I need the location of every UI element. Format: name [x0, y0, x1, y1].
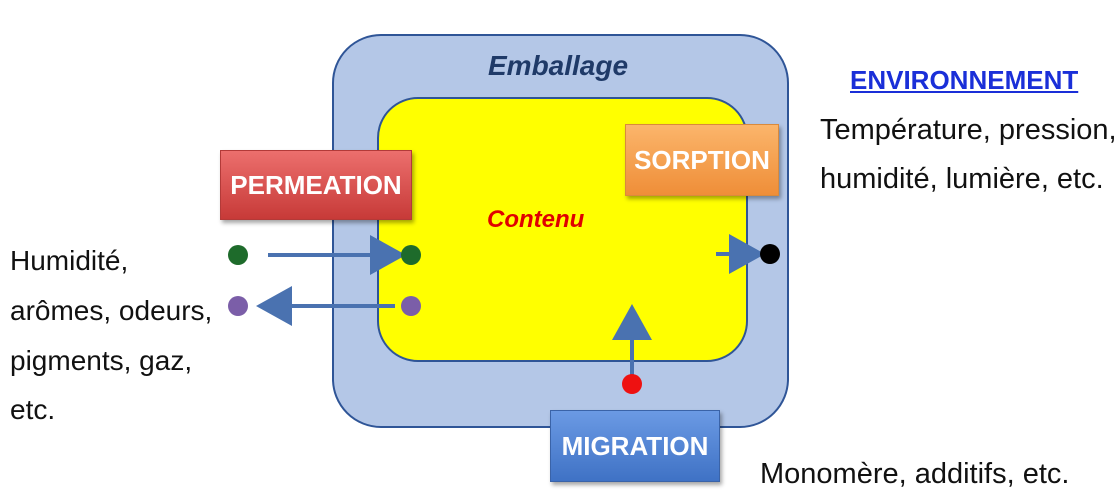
inside-green-dot [401, 245, 421, 265]
permeating-substances-line-1: Humidité, [10, 245, 129, 276]
inside-purple-dot [401, 296, 421, 316]
outside-green-dot [228, 245, 248, 265]
permeation-tag: PERMEATION [220, 150, 412, 220]
permeating-substances-line-4: etc. [10, 394, 56, 425]
content-title: Contenu [487, 206, 585, 233]
permeating-substances-line-3: pigments, gaz, [10, 345, 193, 376]
packaging-title: Emballage [488, 50, 629, 81]
sorption-black-dot [760, 244, 780, 264]
environment-line-1: Température, pression, [820, 114, 1117, 146]
environment-title: ENVIRONNEMENT [850, 65, 1079, 95]
sorption-tag: SORPTION [625, 124, 779, 196]
environment-line-2: humidité, lumière, etc. [820, 163, 1104, 195]
outside-purple-dot [228, 296, 248, 316]
migrating-substances-text: Monomère, additifs, etc. [760, 458, 1070, 490]
permeating-substances-line-2: arômes, odeurs, [10, 295, 213, 326]
migration-red-dot [622, 374, 642, 394]
migration-tag: MIGRATION [550, 410, 720, 482]
